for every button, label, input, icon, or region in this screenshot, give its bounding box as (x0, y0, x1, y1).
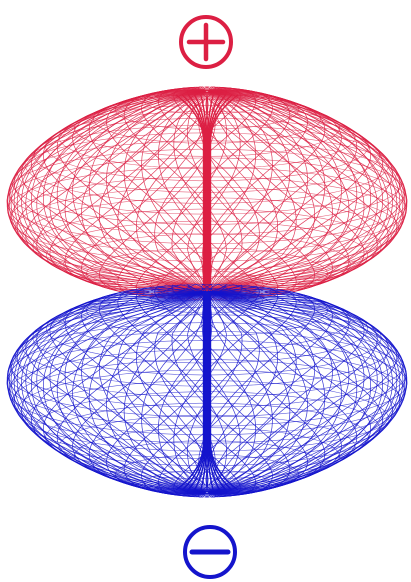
negative-lobe-ring (32, 299, 382, 376)
negative-lobe-ring (9, 322, 405, 408)
negative-lobe-ring (11, 359, 403, 444)
negative-lobe-ring (17, 369, 397, 452)
positive-lobe-ring (74, 99, 340, 157)
positive-lobe-ring (32, 208, 382, 285)
negative-lobe-ring (7, 330, 407, 418)
negative-lobe-ring (143, 469, 270, 498)
positive-lobe-ring (6, 157, 408, 244)
negative-lobe-ring (6, 339, 408, 427)
negative-lobe-ring (22, 306, 392, 387)
positive-lobe-ring (11, 140, 403, 225)
positive-sign-icon (179, 15, 233, 69)
negative-lobe-ring (58, 414, 356, 480)
positive-lobe-stem (209, 94, 239, 292)
positive-lobe-ring (143, 86, 270, 115)
positive-lobe-ring (63, 233, 351, 296)
negative-sign-icon (183, 525, 237, 579)
negative-lobe-ring (114, 454, 299, 495)
negative-lobe-ring (204, 491, 210, 494)
positive-lobe-ring (7, 166, 407, 253)
positive-lobe-ring (204, 90, 210, 93)
positive-lobe-ring (9, 176, 405, 262)
negative-lobe-ring (33, 391, 381, 467)
positive-lobe (6, 86, 408, 301)
positive-lobe-ring (24, 125, 390, 204)
negative-lobe-ring (92, 440, 322, 490)
negative-lobe-stem (200, 292, 207, 491)
positive-lobe-ring (58, 105, 356, 170)
positive-lobe-ring (8, 148, 406, 235)
positive-lobe-ring (45, 111, 369, 182)
negative-lobe-stem (209, 292, 239, 491)
positive-lobe-stem (200, 94, 207, 292)
negative-lobe-ring (45, 402, 369, 473)
negative-lobe-ring (74, 427, 340, 485)
positive-lobe-ring (22, 197, 392, 278)
negative-lobe-stem (181, 292, 205, 491)
negative-lobe (6, 283, 408, 498)
negative-lobe-ring (8, 349, 406, 436)
positive-lobe-ring (33, 117, 381, 193)
positive-lobe-ring (92, 94, 322, 144)
negative-lobe-ring (45, 293, 369, 364)
negative-lobe-ring (86, 284, 328, 337)
positive-lobe-ring (17, 132, 397, 215)
positive-lobe-ring (114, 89, 299, 130)
negative-lobe-ring (150, 288, 263, 314)
negative-lobe-ring (63, 288, 351, 351)
positive-lobe-ring (45, 220, 369, 291)
negative-lobe-ring (24, 380, 390, 459)
